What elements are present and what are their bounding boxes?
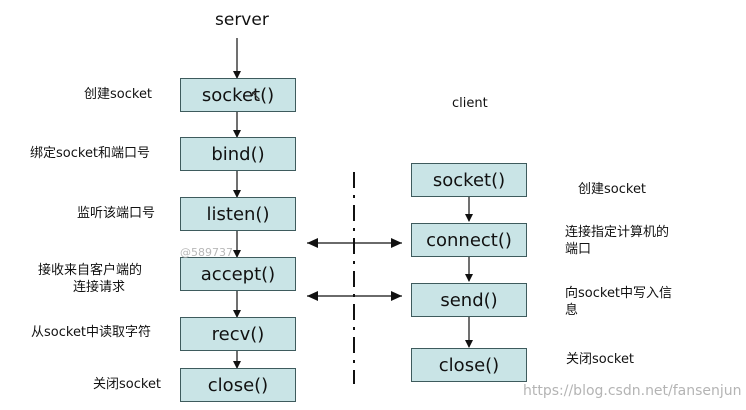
watermark-url: https://blog.csdn.net/fansenjun [523, 383, 742, 399]
client-title: client [452, 96, 488, 111]
client-connect-note-line1: 连接指定计算机的 [565, 225, 670, 240]
client-close-note: 关闭socket [566, 352, 635, 367]
send-recv-double-arrow [307, 291, 402, 301]
watermark-top: @589737 [180, 246, 233, 259]
client-connect-box: connect() [411, 223, 527, 257]
server-recv-note: 从socket中读取字符 [31, 325, 152, 340]
mouse-cursor-icon: ↖ [250, 88, 262, 104]
client-socket-note: 创建socket [578, 182, 647, 197]
client-send-note-line1: 向socket中写入信 [565, 286, 673, 301]
server-accept-note-line2: 连接请求 [73, 280, 126, 295]
client-close-box: close() [411, 348, 527, 382]
server-socket-note: 创建socket [84, 87, 153, 102]
server-accept-note-line1: 接收来自客户端的 [38, 263, 143, 278]
client-send-note: 向socket中写入信 息 [565, 285, 672, 319]
client-connect-note: 连接指定计算机的 端口 [565, 224, 669, 258]
server-bind-note: 绑定socket和端口号 [30, 146, 151, 161]
client-send-box: send() [411, 283, 527, 317]
server-listen-box: listen() [180, 197, 296, 231]
server-bind-box: bind() [180, 137, 296, 171]
connect-accept-double-arrow [307, 238, 402, 248]
server-recv-box: recv() [180, 317, 296, 351]
server-listen-note: 监听该端口号 [77, 206, 156, 221]
client-socket-box: socket() [411, 163, 527, 197]
server-accept-note: 接收来自客户端的 连接请求 [38, 262, 142, 296]
server-close-box: close() [180, 368, 296, 402]
server-close-note: 关闭socket [93, 377, 162, 392]
client-send-note-line2: 息 [565, 303, 579, 318]
server-accept-box: accept() [180, 257, 296, 291]
server-socket-box: socket() [180, 78, 296, 112]
client-connect-note-line2: 端口 [565, 242, 592, 257]
server-title: server [215, 10, 269, 30]
